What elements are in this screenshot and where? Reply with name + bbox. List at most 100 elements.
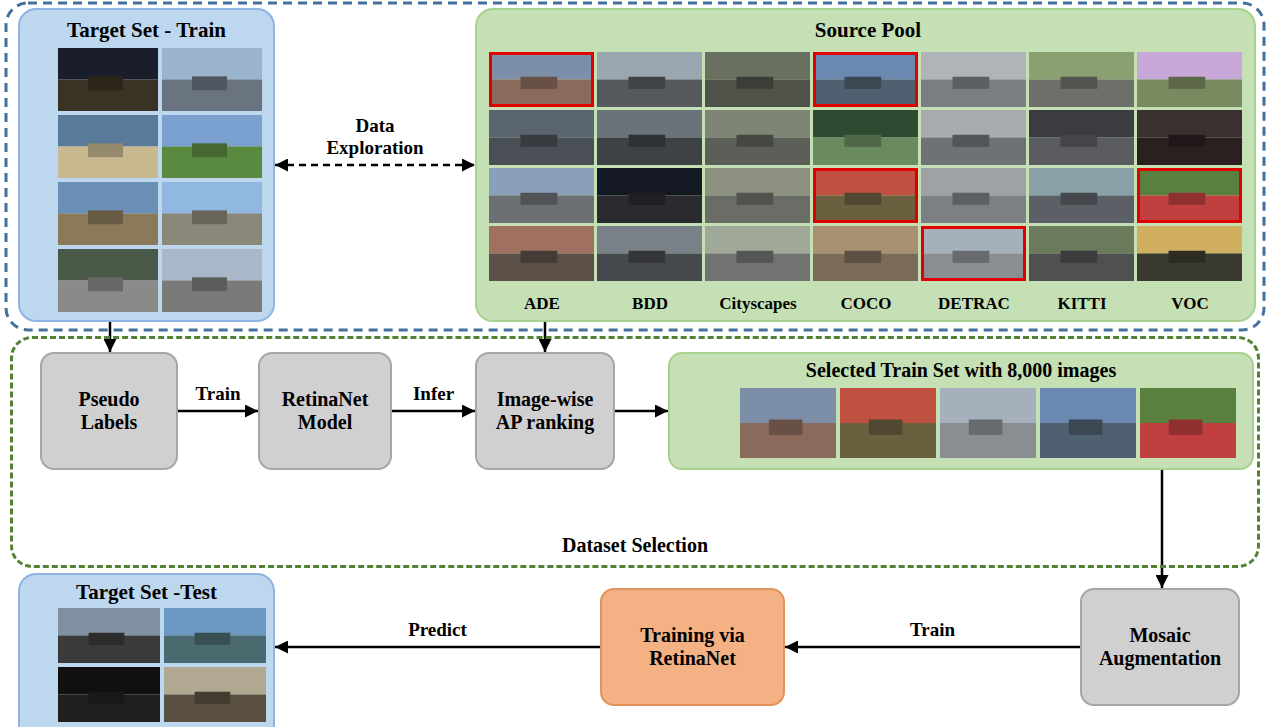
- selected-set-panel: Selected Train Set with 8,000 images: [668, 352, 1254, 470]
- flow-arrow: [615, 410, 668, 413]
- photo-object: [521, 135, 558, 147]
- photo-sky: [162, 182, 262, 214]
- box-label: Pseudo Labels: [48, 388, 170, 434]
- box-label: Image-wise AP ranking: [483, 388, 607, 434]
- photo-ground: [597, 80, 702, 108]
- photo-sky: [597, 52, 702, 80]
- photo-sky: [813, 52, 918, 80]
- photo-sky: [840, 388, 936, 423]
- panel-title: Source Pool: [815, 18, 921, 42]
- photo-object: [629, 251, 666, 263]
- photo-ground: [921, 196, 1026, 224]
- photo-sky: [921, 52, 1026, 80]
- photo-ground: [58, 147, 158, 179]
- photo-ground: [58, 214, 158, 246]
- photo-sky: [58, 48, 158, 80]
- photo-thumbnail: [813, 52, 918, 107]
- photo-sky: [1140, 388, 1236, 423]
- photo-ground: [705, 80, 810, 108]
- photo-object: [195, 633, 231, 645]
- photo-object: [629, 135, 666, 147]
- photo-thumbnail: [840, 388, 936, 458]
- photo-sky: [813, 168, 918, 196]
- photo-ground: [162, 80, 262, 112]
- photo-sky: [1040, 388, 1136, 423]
- target-train-panel: Target Set - Train: [18, 8, 275, 322]
- photo-thumbnail: [1137, 110, 1242, 165]
- photo-thumbnail: [58, 249, 158, 312]
- dataset-name: Cityscapes: [704, 294, 812, 314]
- edge-label: Data Exploration: [315, 115, 435, 159]
- photo-object: [1061, 135, 1098, 147]
- photo-sky: [813, 226, 918, 254]
- photo-ground: [921, 80, 1026, 108]
- photo-ground: [1029, 80, 1134, 108]
- panel-title: Target Set - Train: [67, 18, 226, 42]
- photo-thumbnail: [813, 110, 918, 165]
- photo-thumbnail: [1137, 168, 1242, 223]
- photo-sky: [58, 667, 160, 695]
- photo-thumbnail: [58, 115, 158, 178]
- panel-title: Target Set -Test: [76, 580, 217, 604]
- photo-ground: [58, 695, 160, 723]
- photo-ground: [597, 138, 702, 166]
- flow-arrow: [275, 646, 600, 649]
- photo-object: [737, 251, 774, 263]
- dataset-name: VOC: [1136, 294, 1244, 314]
- photo-sky: [705, 168, 810, 196]
- training-box: Training via RetinaNet: [600, 588, 785, 706]
- edge-label-holder: Predict: [408, 619, 467, 641]
- photo-object: [192, 277, 227, 291]
- photo-object: [953, 193, 990, 205]
- photo-thumbnail: [921, 110, 1026, 165]
- photo-object: [629, 193, 666, 205]
- photo-sky: [489, 52, 594, 80]
- photo-thumbnail: [940, 388, 1036, 458]
- photo-ground: [813, 138, 918, 166]
- photo-object: [1169, 135, 1206, 147]
- photo-object: [89, 692, 125, 704]
- photo-object: [629, 77, 666, 89]
- target-test-panel: Target Set -Test: [18, 573, 275, 727]
- photo-ground: [1029, 138, 1134, 166]
- photo-sky: [921, 110, 1026, 138]
- exploration-region-outline: [6, 3, 1264, 330]
- photo-thumbnail: [1137, 226, 1242, 281]
- photo-thumbnail: [164, 608, 266, 663]
- photo-object: [521, 77, 558, 89]
- photo-thumbnail: [921, 168, 1026, 223]
- photo-object: [737, 193, 774, 205]
- photo-thumbnail: [162, 48, 262, 111]
- photo-sky: [1137, 168, 1242, 196]
- photo-thumbnail: [1029, 52, 1134, 107]
- photo-object: [1061, 251, 1098, 263]
- photo-sky: [1029, 168, 1134, 196]
- photo-ground: [489, 80, 594, 108]
- photo-ground: [705, 254, 810, 282]
- photo-object: [1169, 251, 1206, 263]
- photo-sky: [813, 110, 918, 138]
- photo-thumbnail: [58, 667, 160, 722]
- edge-label: Infer: [413, 383, 454, 405]
- photo-object: [88, 143, 123, 157]
- photo-thumbnail: [705, 52, 810, 107]
- panel-title: Dataset Selection: [562, 534, 708, 557]
- photo-ground: [1029, 254, 1134, 282]
- photo-thumbnail: [1029, 110, 1134, 165]
- photo-object: [88, 277, 123, 291]
- photo-object: [521, 251, 558, 263]
- photo-ground: [162, 281, 262, 313]
- photo-object: [1169, 420, 1203, 435]
- photo-object: [953, 77, 990, 89]
- selection-highlight: [923, 228, 1025, 280]
- dataset-name: BDD: [596, 294, 704, 314]
- photo-thumbnail: [1137, 52, 1242, 107]
- photo-sky: [597, 226, 702, 254]
- photo-ground: [489, 138, 594, 166]
- photo-object: [953, 135, 990, 147]
- photo-thumbnail: [813, 226, 918, 281]
- photo-sky: [740, 388, 836, 423]
- photo-thumbnail: [489, 226, 594, 281]
- source-pool-panel: Source PoolADEBDDCityscapesCOCODETRACKIT…: [475, 8, 1256, 322]
- photo-object: [1061, 193, 1098, 205]
